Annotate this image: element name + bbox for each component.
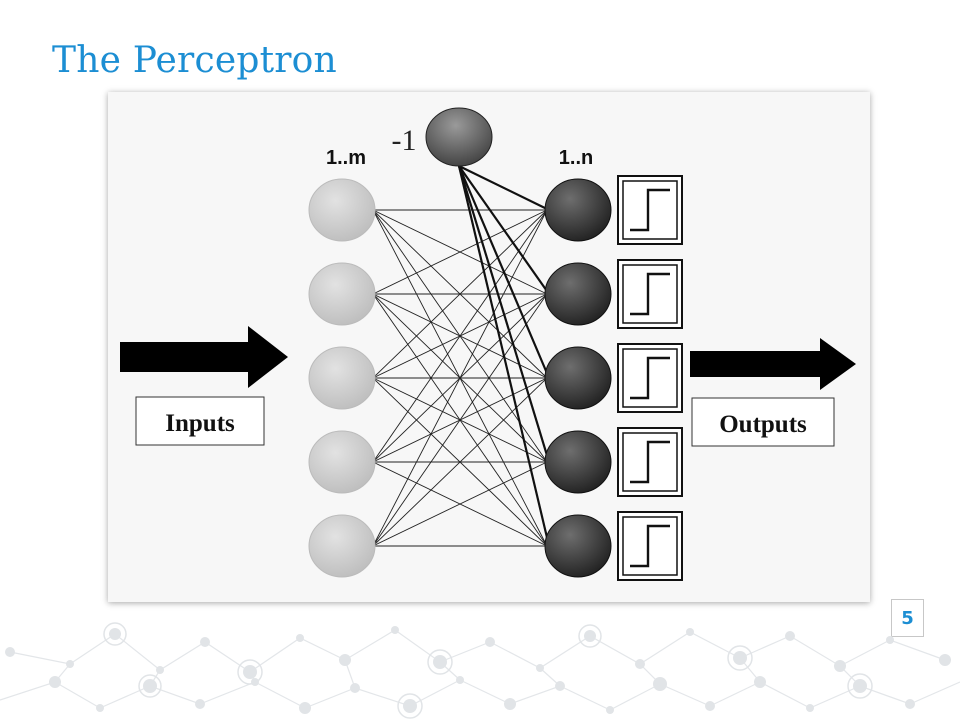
step-function-box	[617, 343, 683, 413]
step-function-icon	[630, 440, 670, 484]
input-node	[308, 430, 376, 494]
step-function-icon	[630, 356, 670, 400]
weight-line	[372, 209, 548, 463]
weight-connections	[372, 209, 548, 547]
input-layer	[308, 178, 376, 578]
step-function-icon	[630, 524, 670, 568]
output-node	[544, 430, 612, 494]
input-layer-label: 1..m	[326, 147, 366, 169]
step-function-box	[617, 175, 683, 245]
bias-weight-line	[457, 165, 551, 547]
input-node	[308, 262, 376, 326]
outputs-label: Outputs	[719, 411, 807, 438]
bias-weight-line	[458, 165, 550, 211]
weight-line	[372, 293, 548, 547]
step-function-icon	[630, 188, 670, 232]
perceptron-diagram-svg: Inputs Outputs 1..m 1..n -1	[120, 107, 856, 581]
input-node	[308, 346, 376, 410]
slide-title: The Perceptron	[52, 40, 337, 81]
weight-line	[372, 209, 548, 547]
step-function-icon	[630, 272, 670, 316]
bias-node	[425, 107, 493, 167]
weight-line	[372, 209, 548, 379]
output-layer-label: 1..n	[559, 147, 593, 169]
inputs-label: Inputs	[165, 410, 235, 437]
bias-weight-line	[457, 165, 551, 379]
perceptron-diagram: Inputs Outputs 1..m 1..n -1	[108, 92, 870, 602]
activation-functions	[617, 175, 683, 581]
output-node	[544, 178, 612, 242]
weight-line	[372, 461, 548, 547]
bias-label: -1	[392, 124, 417, 157]
step-function-box	[617, 259, 683, 329]
output-node	[544, 346, 612, 410]
input-arrow	[120, 326, 288, 388]
background-network-decoration	[0, 622, 960, 719]
output-arrow	[690, 338, 856, 390]
input-node	[308, 514, 376, 578]
bias-connections	[457, 165, 551, 547]
input-node	[308, 178, 376, 242]
bias-weight-line	[457, 165, 551, 463]
step-function-box	[617, 427, 683, 497]
weight-line	[372, 377, 548, 547]
bias-weight-line	[458, 165, 550, 295]
output-layer	[544, 178, 612, 578]
outputs-box	[691, 397, 835, 447]
page-number: 5	[891, 599, 924, 637]
output-node	[544, 262, 612, 326]
weight-line	[372, 209, 548, 295]
step-function-box	[617, 511, 683, 581]
output-node	[544, 514, 612, 578]
inputs-box	[135, 396, 265, 446]
